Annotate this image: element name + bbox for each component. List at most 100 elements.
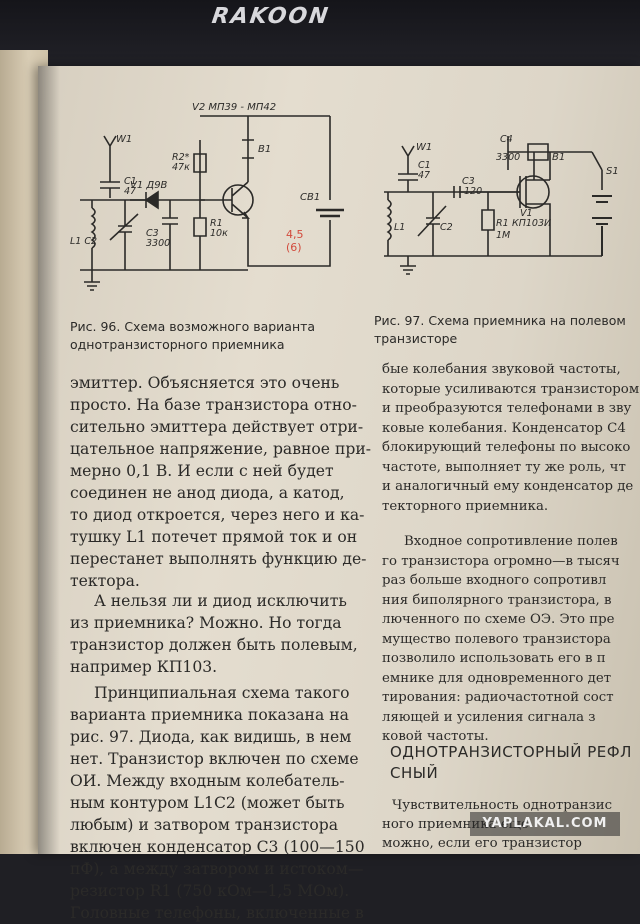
caption-line: Рис. 96. Схема возможного варианта — [70, 319, 316, 334]
text-line: люченного по схеме ОЭ. Это пре — [382, 612, 615, 627]
fig96-label-c1-value: 47 — [124, 186, 136, 197]
caption-line: Рис. 97. Схема приемника на полевом — [374, 313, 626, 328]
fig97-label-c3: C3 — [462, 176, 475, 187]
text-line: го транзистора огромно—в тысяч — [382, 553, 620, 569]
text-line: сительно эмиттера действует отри- — [70, 418, 364, 436]
fig97-label-w1: W1 — [416, 142, 432, 153]
fig96-label-l1c2: L1 C2 — [70, 236, 97, 247]
text-line: частоте, выполняет ту же роль, чт — [382, 459, 626, 475]
right-column-p1: бые колебания звуковой частоты, которые … — [382, 360, 639, 516]
fig96-label-c1: C1 — [124, 176, 137, 187]
fig97-label-c3-value: 120 — [464, 186, 482, 197]
fig97-label-s1: S1 — [606, 166, 619, 177]
fig96-label-c3: C3 — [146, 228, 159, 239]
text-line: пФ), а между затвором и истоком— — [70, 860, 364, 878]
fig96-label-r2-value: 47к — [172, 162, 190, 173]
fig97-label-r1-value: 1M — [496, 230, 510, 241]
text-line: резистор R1 (750 кОм—1,5 МОм). — [70, 882, 350, 900]
brand-logo: RAKOON — [210, 4, 332, 29]
text-line: и аналогичный ему конденсатор де — [382, 479, 634, 494]
text-line: ным контуром L1C2 (может быть — [70, 794, 345, 812]
text-line: тирования: радиочастотной сост — [382, 690, 614, 705]
fig97-label-c1-value: 47 — [418, 170, 430, 181]
text-line: перестанет выполнять функцию де- — [70, 550, 367, 568]
page-gutter-shadow — [38, 66, 60, 854]
text-line: А нельзя ли и диод исключить — [94, 592, 347, 610]
text-line: можно, если его транзистор — [382, 836, 582, 851]
fig96-label-v1: V1 Д9В — [130, 180, 168, 191]
text-line: из приемника? Можно. Но тогда — [70, 614, 342, 632]
handwritten-line: (6) — [286, 241, 302, 254]
text-line: Принципиальная схема такого — [94, 684, 350, 702]
fig97-label-v1-type: КП103И — [512, 218, 551, 229]
handwritten-line: 4,5 — [286, 228, 304, 241]
fig96-label-r1-value: 10к — [210, 228, 228, 239]
text-line: эмиттер. Объясняется это очень — [70, 374, 340, 392]
caption-line: однотранзисторного приемника — [70, 337, 285, 352]
text-line: мерно 0,1 В. И если с ней будет — [70, 462, 334, 480]
fig96-label-cb1: CB1 — [300, 192, 320, 203]
text-line: то диод откроется, через него и ка- — [70, 506, 365, 524]
left-column-p1: эмиттер. Объясняется это очень просто. Н… — [70, 372, 371, 592]
text-line: цательное напряжение, равное при- — [70, 440, 372, 458]
fig97-label-c4: C4 — [500, 134, 513, 145]
figure-96-caption: Рис. 96. Схема возможного варианта однот… — [70, 318, 315, 354]
text-line: емнике для одновременного дет — [382, 670, 612, 686]
text-line: соединен не анод диода, а катод, — [70, 484, 345, 502]
figure-97-schematic: W1 C4 3300 B1 S1 C1 47 C3 120 V1 КП103И … — [384, 134, 619, 275]
text-line: позволило использовать его в п — [382, 651, 606, 666]
figure-96-schematic: V2 МП39 - МП42 W1 C1 47 R2* 47к B1 V1 Д9… — [70, 102, 344, 291]
text-line: просто. На базе транзистора отно- — [70, 396, 357, 414]
fig97-label-c1: C1 — [418, 160, 431, 171]
text-line: ния биполярного транзистора, в — [382, 592, 612, 608]
fig97-label-b1: B1 — [552, 152, 565, 163]
text-line: транзистор должен быть полевым, — [70, 636, 358, 654]
text-line: тектора. — [70, 572, 140, 590]
text-line: ляющей и усиления сигнала з — [382, 709, 596, 725]
text-line: рис. 97. Диода, как видишь, в нем — [70, 728, 352, 746]
text-line: текторного приемника. — [382, 498, 549, 514]
caption-line: транзисторе — [374, 331, 458, 346]
fig97-label-c4-value: 3300 — [496, 152, 520, 163]
fig97-label-c2: C2 — [440, 222, 453, 233]
text-line: Головные телефоны, включенные в — [70, 904, 364, 922]
fig96-label-c3-value: 3300 — [146, 238, 170, 249]
fig96-label-r2: R2* — [172, 152, 190, 163]
text-line: например КП103. — [70, 658, 218, 676]
text-line: ОИ. Между входным колебатель- — [70, 772, 345, 790]
figure-97-caption: Рис. 97. Схема приемника на полевом тран… — [374, 312, 626, 348]
left-column-p2: А нельзя ли и диод исключить из приемник… — [70, 590, 358, 678]
text-line: нет. Транзистор включен по схеме — [70, 750, 359, 768]
text-line: ковые колебания. Конденсатор С4 — [382, 420, 626, 436]
watermark: YAPLAKAL.COM — [470, 812, 620, 836]
right-column-p3: Чувствительность однотранзис ного приемн… — [382, 796, 612, 853]
right-column-p2: Входное сопротивление полев го транзисто… — [382, 532, 620, 747]
fig97-label-v1: V1 — [520, 208, 533, 219]
fabric-background — [0, 0, 640, 70]
fig97-label-r1: R1 — [496, 218, 509, 229]
section-heading: ОДНОТРАНЗИСТОРНЫЙ РЕФЛ СНЫЙ — [390, 742, 632, 784]
text-line: варианта приемника показана на — [70, 706, 349, 724]
text-line: Чувствительность однотранзис — [392, 798, 613, 813]
text-line: и преобразуются телефонами в зву — [382, 401, 632, 416]
text-line: Входное сопротивление полев — [404, 534, 618, 549]
fig96-label-w1: W1 — [116, 134, 132, 145]
text-line: раз больше входного сопротивл — [382, 573, 607, 588]
fig96-label-v2: V2 МП39 - МП42 — [192, 102, 276, 113]
text-line: тушку L1 потечет прямой ток и он — [70, 528, 358, 546]
left-column-p3: Принципиальная схема такого варианта при… — [70, 682, 365, 924]
book-page — [38, 66, 640, 854]
text-line: мущество полевого транзистора — [382, 631, 611, 647]
text-line: бые колебания звуковой частоты, — [382, 362, 621, 377]
text-line: включен конденсатор С3 (100—150 — [70, 838, 365, 856]
fig96-label-b1: B1 — [258, 144, 271, 155]
text-line: блокирующий телефоны по высоко — [382, 440, 631, 455]
heading-line: СНЫЙ — [390, 764, 439, 782]
text-line: любым) и затвором транзистора — [70, 816, 339, 834]
fig97-label-l1: L1 — [394, 222, 405, 233]
handwritten-note: 4,5 (6) — [286, 228, 304, 254]
text-line: ковой частоты. — [382, 729, 489, 744]
heading-line: ОДНОТРАНЗИСТОРНЫЙ РЕФЛ — [390, 743, 632, 761]
fig96-label-r1: R1 — [210, 218, 223, 229]
text-line: которые усиливаются транзистором — [382, 381, 640, 397]
